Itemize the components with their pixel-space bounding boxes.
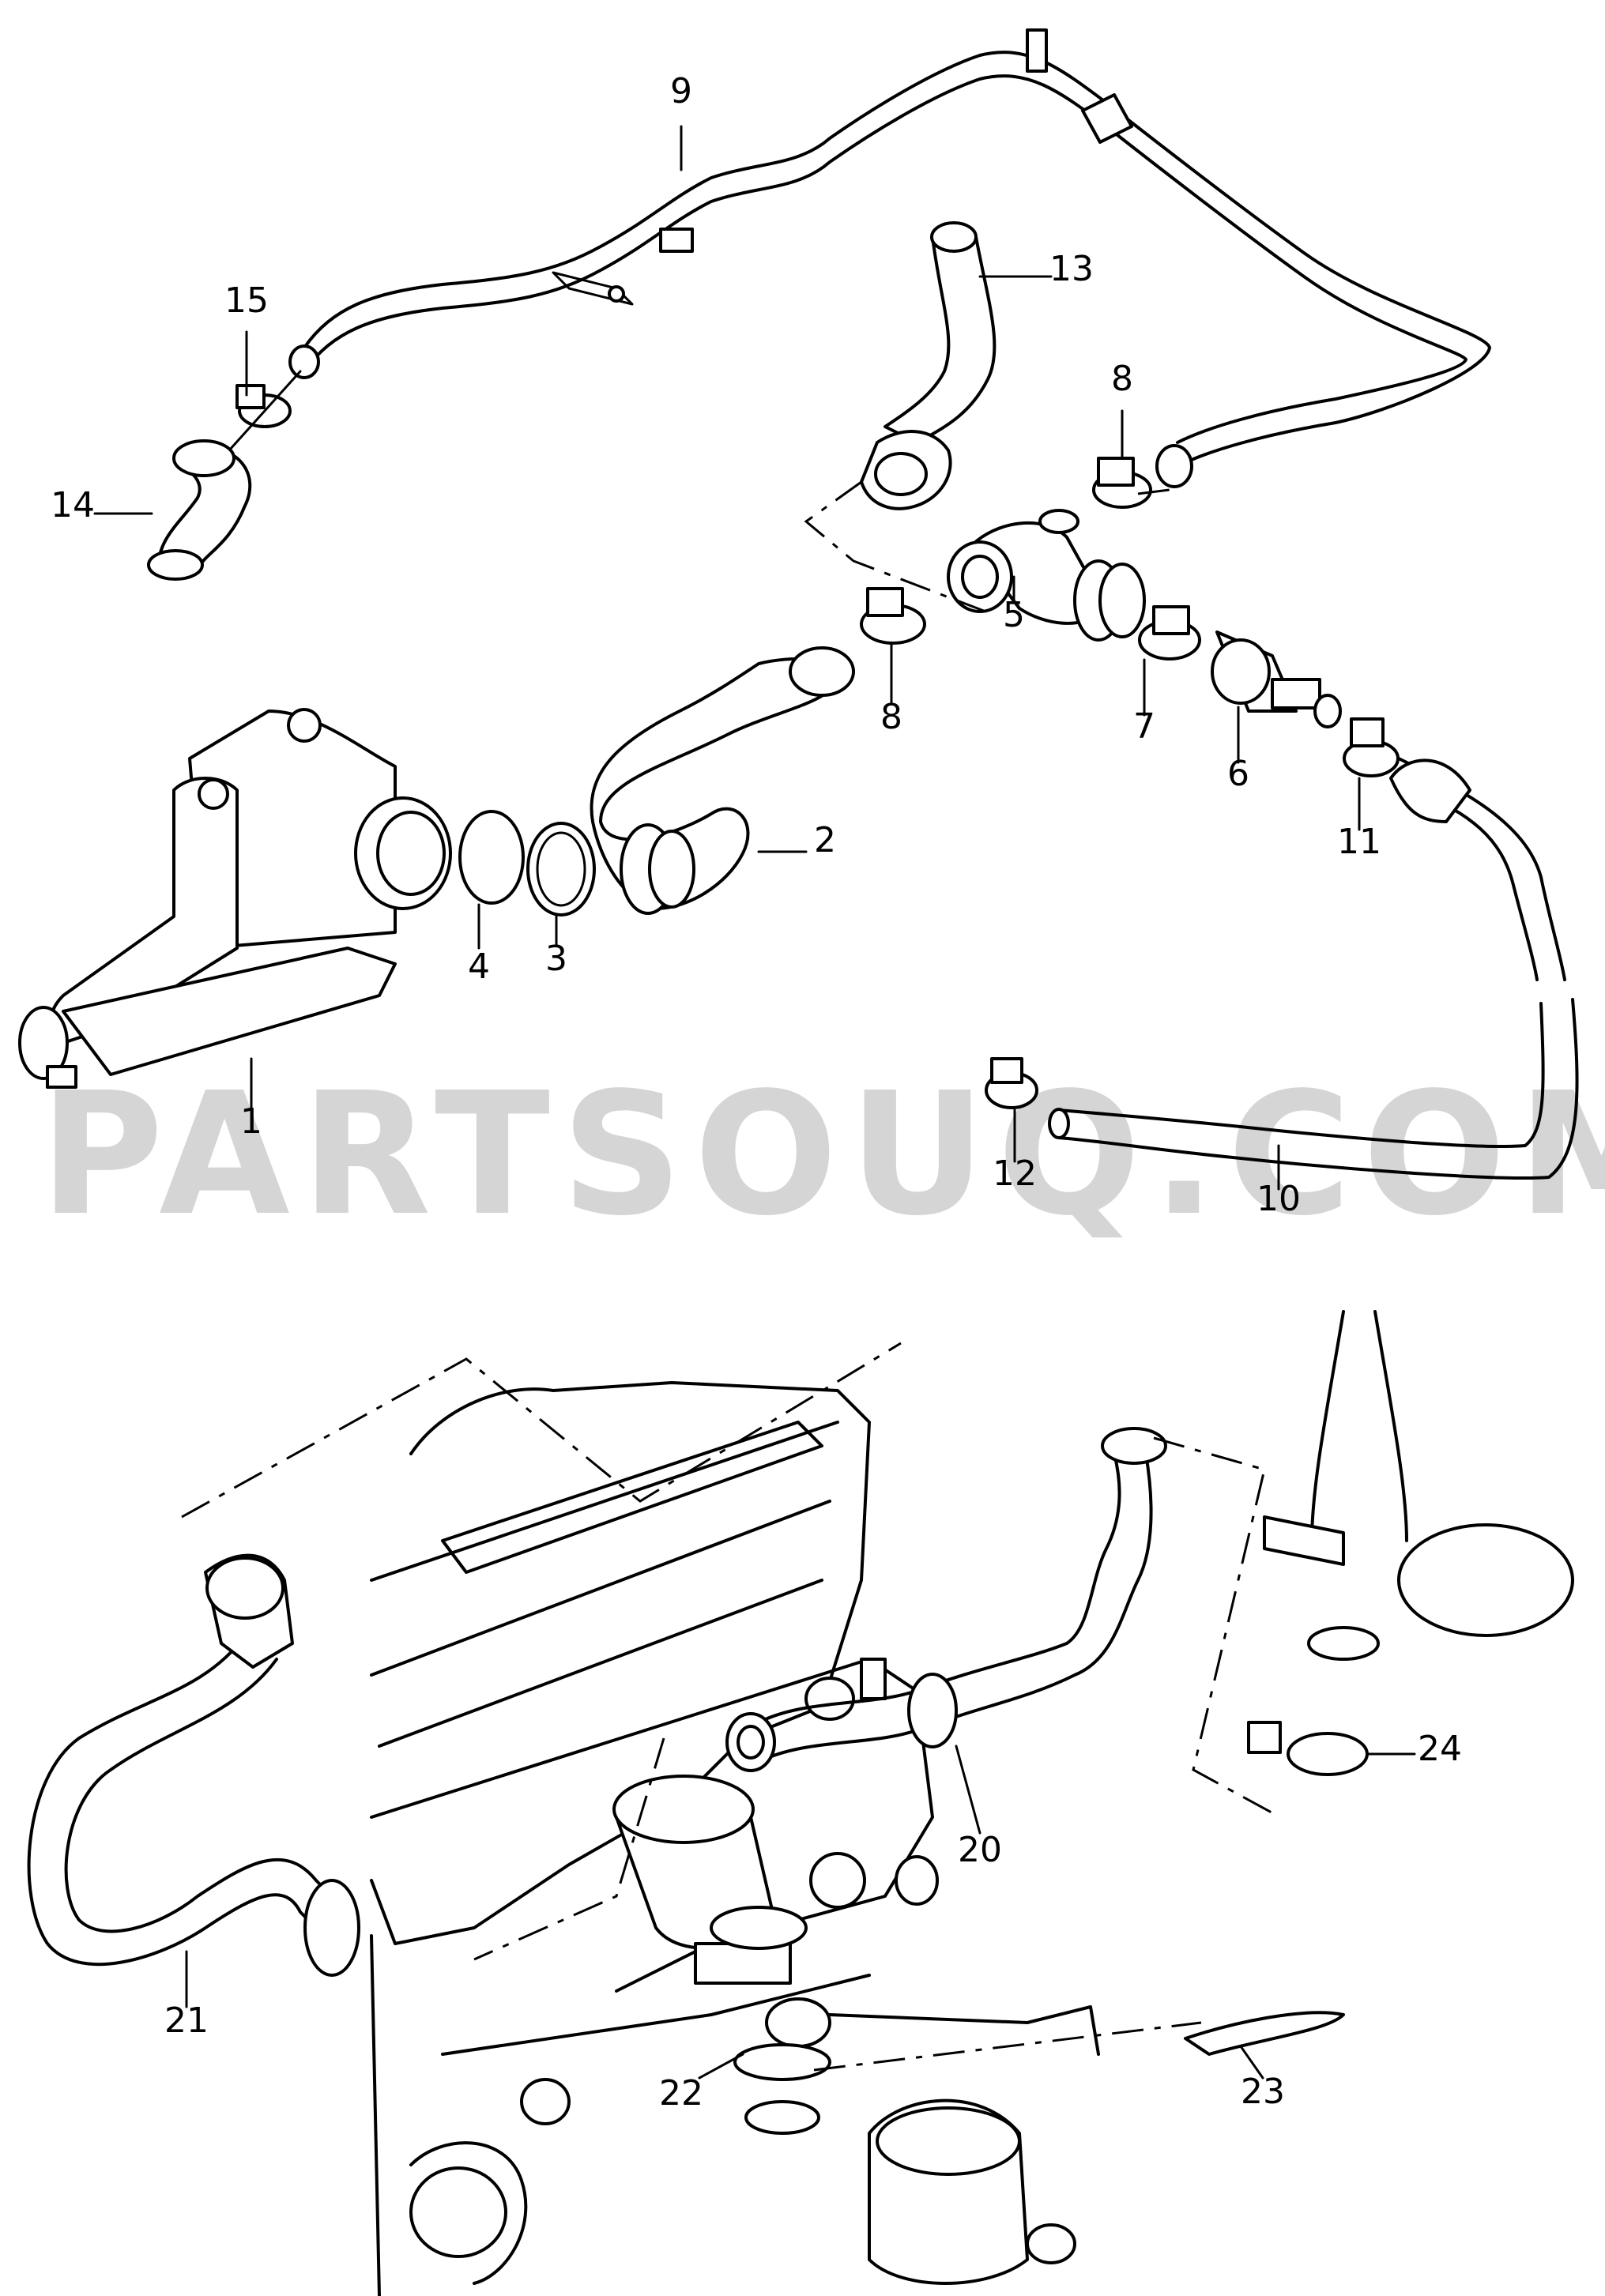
callout-labels: 9 13 15 8 14 5 8 7 6 2 11 4 3 1 12 10 24 20 21 22 23 <box>51 71 1462 2113</box>
callout-3: 3 <box>545 939 567 979</box>
pipe-9 <box>288 28 1491 488</box>
callout-21: 21 <box>164 2001 209 2041</box>
guide-line-top-2 <box>1137 488 1170 495</box>
guide-line-bottom-2 <box>1153 1436 1281 1819</box>
callout-20: 20 <box>958 1830 1002 1870</box>
seal-22 <box>733 2043 831 2135</box>
guide-line-bottom-1 <box>181 1342 902 1519</box>
callout-5: 5 <box>1003 595 1025 635</box>
ring-4 <box>458 810 525 905</box>
callout-11: 11 <box>1337 822 1381 862</box>
callout-6: 6 <box>1227 754 1249 794</box>
callout-8a: 8 <box>1111 359 1133 399</box>
callout-10: 10 <box>1256 1179 1301 1219</box>
clamp-12 <box>985 1057 1038 1109</box>
guide-line-top-1 <box>804 480 989 614</box>
watermark: PARTSOUQ.COM <box>40 1056 1605 1253</box>
callout-2: 2 <box>814 820 836 860</box>
leader-lines-top <box>93 125 1361 1191</box>
housing-1 <box>18 708 452 1089</box>
leader-lines-bottom <box>185 1745 1416 2080</box>
hose-2 <box>590 646 855 915</box>
callout-13: 13 <box>1049 249 1094 289</box>
hose-21 <box>27 1553 360 1977</box>
callout-24: 24 <box>1418 1729 1462 1769</box>
valve-6 <box>1211 630 1342 728</box>
ring-3 <box>526 822 596 917</box>
hose-13 <box>860 221 997 510</box>
clamp-7 <box>1138 605 1201 661</box>
hose-10 <box>1048 757 1579 1180</box>
clamp-8-upper <box>1092 457 1152 509</box>
callout-15: 15 <box>224 280 269 321</box>
clamp-15 <box>228 370 302 452</box>
callout-1: 1 <box>240 1101 262 1142</box>
callout-14: 14 <box>51 485 95 525</box>
guide-line-bottom-3 <box>473 1737 665 1961</box>
callout-22: 22 <box>659 2073 703 2113</box>
callout-23: 23 <box>1241 2072 1285 2112</box>
clamp-8-lower <box>860 587 926 645</box>
callout-8b: 8 <box>880 697 902 737</box>
clamp-24 <box>1247 1310 1574 1776</box>
hose-14 <box>147 439 252 581</box>
gasket-23 <box>1184 2011 1345 2056</box>
connector-5 <box>947 509 1146 642</box>
callout-12: 12 <box>993 1154 1037 1194</box>
engine-block <box>370 1381 1100 2296</box>
callout-4: 4 <box>468 947 490 987</box>
hose-20 <box>725 1427 1167 1772</box>
guide-line-bottom-4 <box>813 2021 1202 2072</box>
callout-9: 9 <box>670 71 692 111</box>
callout-7: 7 <box>1133 706 1155 747</box>
clamp-11 <box>1343 717 1400 777</box>
